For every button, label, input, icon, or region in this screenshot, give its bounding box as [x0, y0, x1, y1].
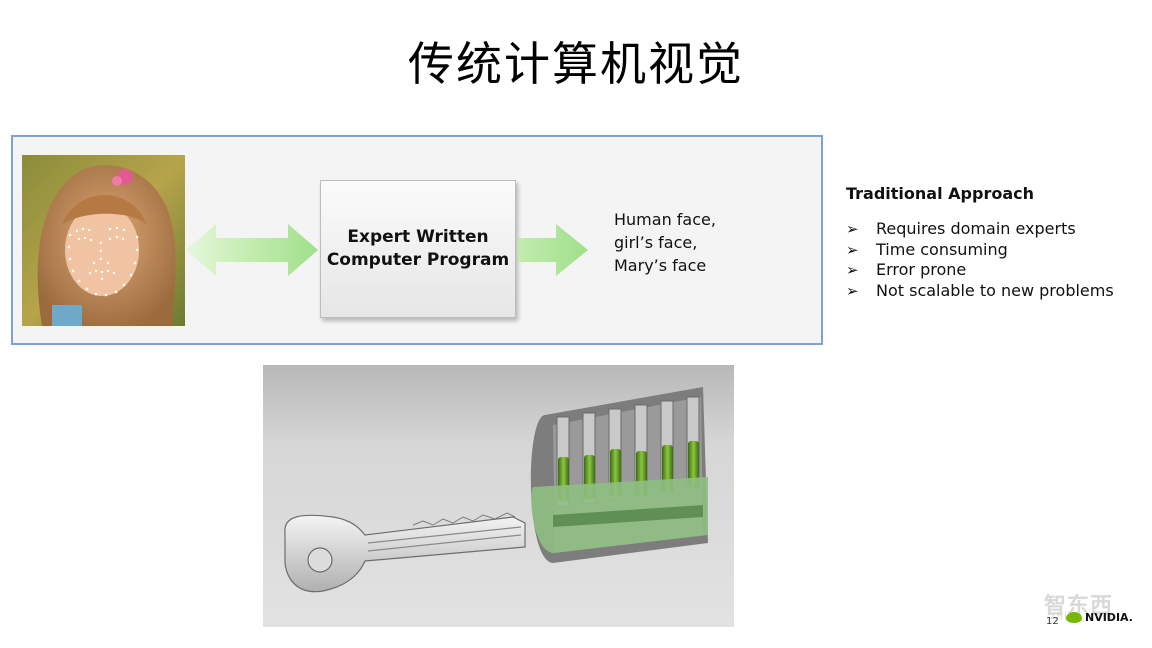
bullet-arrow-icon: ➢ — [846, 281, 859, 300]
list-item: ➢ Time consuming — [846, 240, 1146, 261]
logo-text: NVIDIA. — [1085, 611, 1133, 624]
recognition-result: Human face, girl’s face, Mary’s face — [614, 208, 716, 277]
program-box-line2: Computer Program — [326, 250, 510, 270]
approach-panel: Traditional Approach ➢ Requires domain ex… — [846, 184, 1146, 301]
list-item-label: Not scalable to new problems — [876, 280, 1114, 300]
result-line: girl’s face, — [614, 233, 698, 252]
result-line: Human face, — [614, 210, 716, 229]
list-item-label: Time consuming — [876, 239, 1008, 259]
program-box-line1: Expert Written — [347, 227, 489, 247]
right-arrow-icon — [518, 224, 588, 276]
nvidia-logo: NVIDIA. — [1066, 611, 1133, 624]
list-item: ➢ Not scalable to new problems — [846, 281, 1146, 302]
slide-title: 传统计算机视觉 — [408, 37, 744, 91]
result-line: Mary’s face — [614, 256, 707, 275]
list-item: ➢ Error prone — [846, 260, 1146, 281]
approach-list: ➢ Requires domain experts ➢ Time consuming… — [846, 219, 1146, 301]
nvidia-eye-icon — [1066, 612, 1082, 623]
face-photo — [22, 155, 185, 326]
double-arrow-icon — [186, 224, 318, 276]
approach-heading: Traditional Approach — [846, 184, 1034, 203]
bullet-arrow-icon: ➢ — [846, 240, 859, 259]
bullet-arrow-icon: ➢ — [846, 261, 859, 279]
expert-program-box: Expert Written Computer Program — [320, 180, 516, 318]
key-lock-illustration — [263, 365, 734, 627]
list-item-label: Error prone — [876, 260, 967, 279]
bullet-arrow-icon: ➢ — [846, 220, 859, 238]
list-item: ➢ Requires domain experts — [846, 219, 1146, 240]
page-number: 12 — [1046, 616, 1059, 627]
list-item-label: Requires domain experts — [876, 219, 1076, 238]
